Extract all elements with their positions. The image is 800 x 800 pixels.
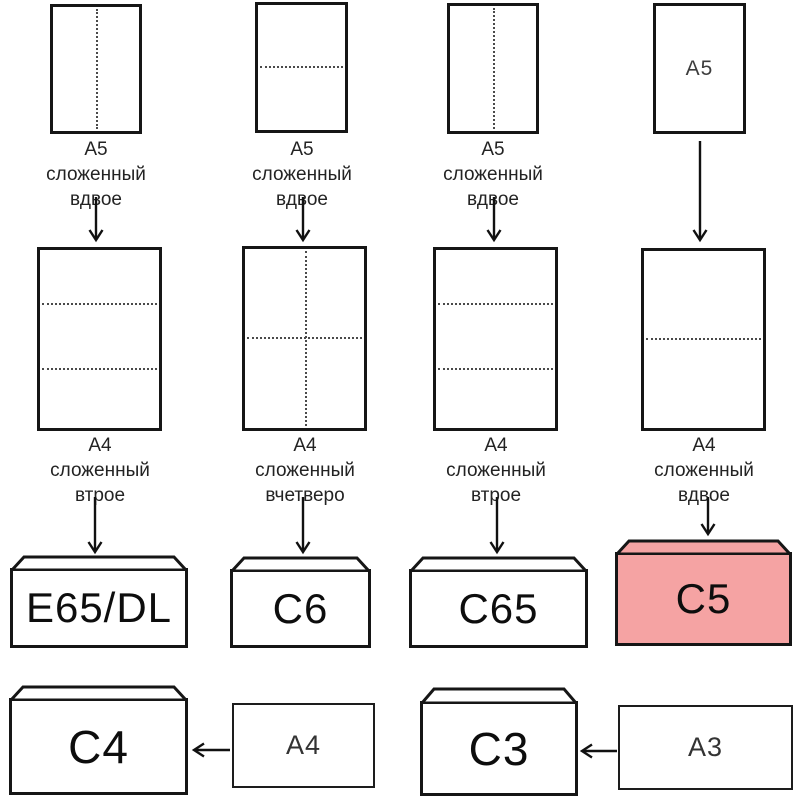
envelope-flap — [615, 539, 792, 555]
envelope-e65dl: E65/DL — [10, 555, 188, 648]
envelope-c3: C3 — [420, 687, 578, 796]
a4-sheet-source: A4 — [232, 703, 375, 788]
fold-line-horizontal — [42, 368, 157, 371]
envelope-flap — [409, 556, 588, 572]
down-arrow-icon — [295, 497, 311, 555]
caption-line: А4 — [484, 435, 508, 456]
a4-sheet-fold-quarters — [242, 246, 367, 431]
a5-sheet-fold-horizontal — [255, 2, 348, 133]
down-arrow-icon — [700, 497, 716, 537]
envelope-c5-highlighted: C5 — [615, 539, 792, 646]
envelope-flap — [420, 687, 578, 704]
fold-line-vertical — [493, 8, 495, 129]
caption-line: А4 — [293, 435, 317, 456]
envelope-label: C4 — [9, 698, 188, 795]
a3-sheet-source: A3 — [618, 705, 793, 790]
envelope-label: C6 — [230, 569, 371, 648]
left-arrow-icon — [579, 743, 617, 759]
down-arrow-icon — [692, 141, 708, 243]
envelope-label: C3 — [420, 701, 578, 796]
fold-line-horizontal — [646, 337, 761, 340]
fold-line-vertical — [96, 9, 98, 129]
down-arrow-icon — [88, 197, 104, 243]
a5-sheet-fold-vertical — [50, 4, 142, 134]
caption-a4-folded-2: А4 сложенный вчетверо — [215, 433, 395, 508]
envelope-label: C5 — [615, 552, 792, 646]
a4-sheet-fold-thirds — [37, 247, 162, 431]
caption-line: А4 — [88, 435, 112, 456]
fold-line-horizontal — [42, 302, 157, 305]
caption-line: сложенный — [443, 164, 543, 185]
fold-line-horizontal — [438, 302, 553, 305]
left-arrow-icon — [191, 742, 230, 758]
caption-line: вчетверо — [265, 485, 345, 506]
caption-line: сложенный — [252, 164, 352, 185]
caption-line: сложенный — [255, 460, 355, 481]
caption-line: А5 — [84, 139, 108, 160]
a4-sheet-fold-thirds — [433, 247, 558, 431]
sheet-size-label: А5 — [685, 56, 714, 80]
fold-line-horizontal — [247, 336, 362, 339]
caption-line: втрое — [470, 485, 522, 506]
caption-line: сложенный — [50, 460, 150, 481]
caption-line: сложенный — [654, 460, 754, 481]
envelope-flap — [9, 685, 188, 701]
envelope-flap — [10, 555, 188, 571]
envelope-label: E65/DL — [10, 568, 188, 648]
caption-line: втрое — [74, 485, 126, 506]
envelope-label: C65 — [409, 569, 588, 648]
caption-a4-folded-1: А4 сложенный втрое — [10, 433, 190, 508]
envelope-c6: C6 — [230, 556, 371, 648]
caption-line: А5 — [481, 139, 505, 160]
caption-a4-folded-3: А4 сложенный втрое — [406, 433, 586, 508]
caption-line: сложенный — [46, 164, 146, 185]
a5-sheet-fold-vertical — [447, 3, 539, 134]
caption-line: А4 — [692, 435, 716, 456]
caption-a4-folded-4: А4 сложенный вдвое — [614, 433, 794, 508]
a5-sheet-plain: А5 — [653, 3, 746, 134]
envelope-c65: C65 — [409, 556, 588, 648]
down-arrow-icon — [87, 497, 103, 555]
caption-line: А5 — [290, 139, 314, 160]
caption-line: вдвое — [678, 485, 730, 506]
down-arrow-icon — [489, 497, 505, 555]
fold-line-horizontal — [260, 66, 343, 69]
caption-line: сложенный — [446, 460, 546, 481]
a4-sheet-fold-half — [641, 248, 766, 431]
down-arrow-icon — [295, 197, 311, 243]
fold-line-horizontal — [438, 368, 553, 371]
down-arrow-icon — [486, 197, 502, 243]
envelope-c4: C4 — [9, 685, 188, 795]
envelope-flap — [230, 556, 371, 572]
